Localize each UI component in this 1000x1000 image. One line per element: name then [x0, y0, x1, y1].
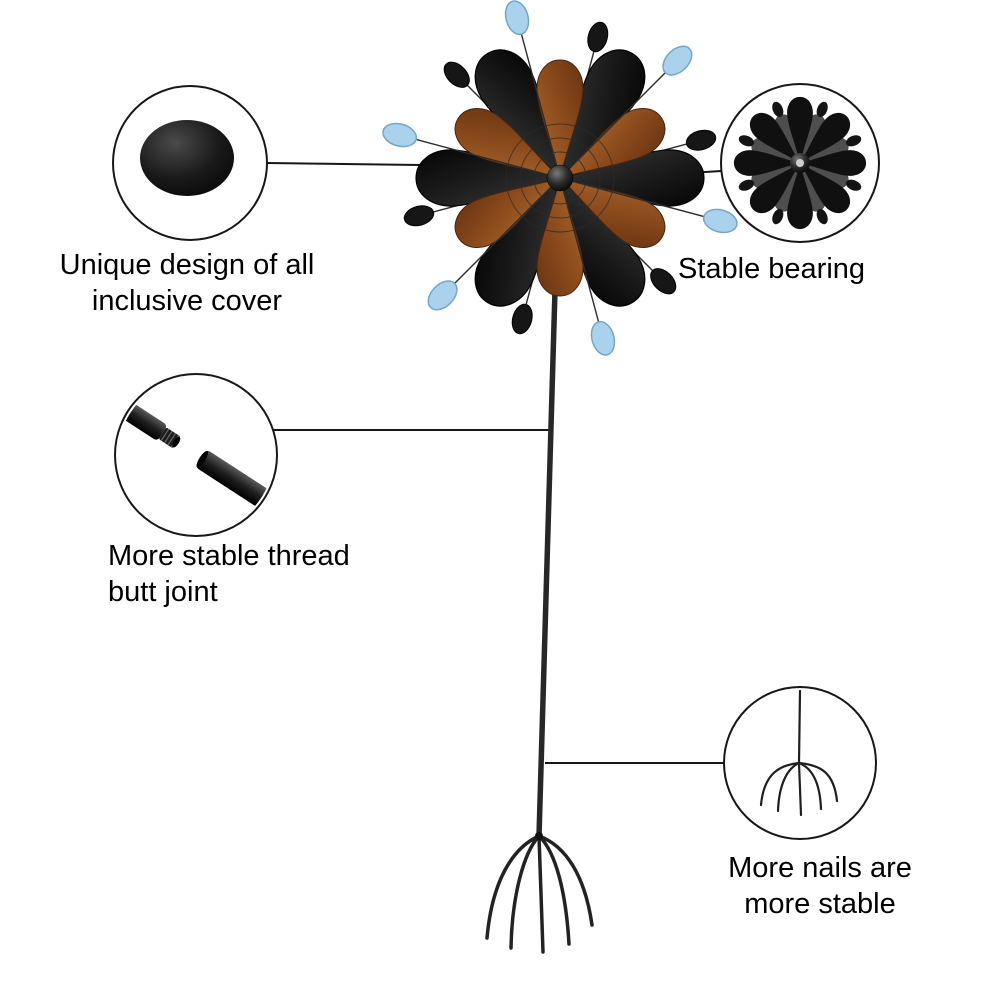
bearing-rotor-icon: [733, 96, 867, 230]
label-line: more stable: [744, 888, 896, 920]
label-stable-bearing: Stable bearing: [678, 251, 865, 287]
callout-bearing: [720, 83, 880, 243]
label-more-nails: More nails are more stable: [714, 850, 926, 922]
hub-cap: [546, 164, 574, 192]
label-thread-joint: More stable thread butt joint: [108, 538, 350, 610]
wire-coil: [533, 151, 587, 205]
ground-nails-icon: [759, 689, 839, 817]
label-line: inclusive cover: [91, 285, 283, 317]
label-line: butt joint: [108, 576, 218, 608]
callout-circle-joint: [114, 373, 278, 537]
callout-nails: [723, 686, 877, 840]
blue-oval-spokes: [382, 0, 738, 356]
label-line: Unique design of all: [59, 249, 315, 281]
stake-collar: [535, 832, 543, 840]
label-line: More stable thread: [108, 540, 350, 572]
label-inclusive-cover: Unique design of all inclusive cover: [57, 247, 317, 319]
label-line: Stable bearing: [678, 253, 866, 285]
label-line: More nails are: [728, 852, 912, 884]
socket-end: [196, 450, 209, 468]
ground-stake: [485, 832, 594, 954]
black-oval-spokes: [403, 21, 717, 335]
thread-tip-end: [172, 436, 181, 448]
bearing-hub-center: [796, 159, 804, 167]
callout-joint: [105, 373, 288, 537]
dome-cap-icon: [140, 120, 234, 196]
wind-spinner: [382, 0, 738, 954]
bearing-ovals: [738, 101, 862, 225]
callout-cover: [112, 85, 268, 241]
spinner-head: [382, 0, 738, 356]
spinner-pole: [536, 185, 561, 839]
wire-coil: [505, 123, 615, 233]
wire-coil: [519, 137, 601, 219]
